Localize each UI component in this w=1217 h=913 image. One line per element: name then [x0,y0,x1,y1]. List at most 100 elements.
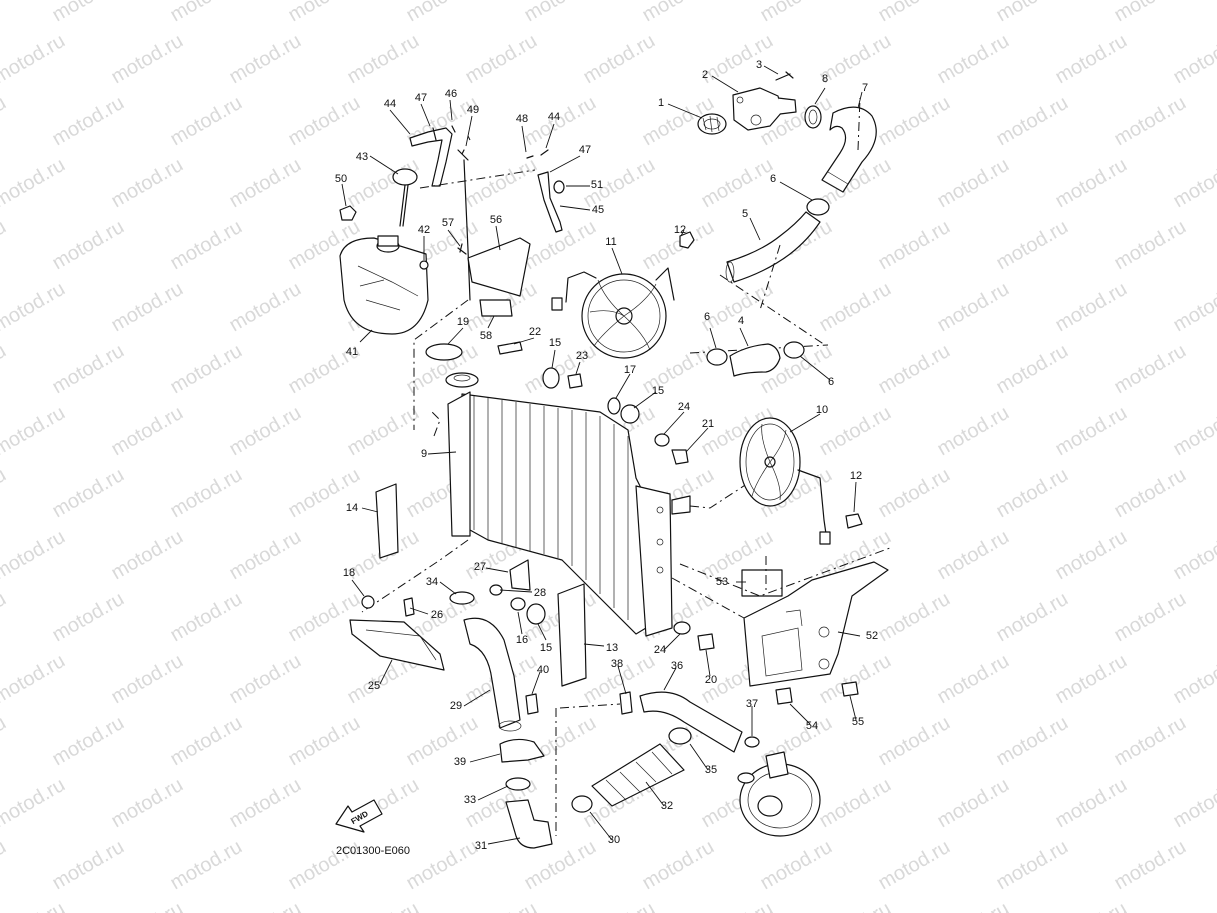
bolt-26 [403,597,415,617]
watermark-text: motod.ru [1052,278,1131,337]
callout-c42: 42 [418,224,430,236]
watermark-text: motod.ru [49,588,128,647]
clip-49 [457,149,469,161]
watermark-text: motod.ru [108,278,187,337]
clip-47 [432,125,456,141]
watermark-text: motod.ru [49,216,128,275]
bolt-42 [419,260,429,270]
watermark-text: motod.ru [934,30,1013,89]
callout-c38: 38 [611,658,623,670]
clamp-34 [449,591,475,605]
watermark-text: motod.ru [462,30,541,89]
watermark-text: motod.ru [875,92,954,151]
watermark-text: motod.ru [993,464,1072,523]
part-breather-hose-44 [409,127,453,187]
clips-48-44 [526,149,549,159]
watermark-text: motod.ru [167,588,246,647]
watermark-text: motod.ru [875,836,954,895]
part-clamp-8 [804,105,822,129]
clamp-37 [744,736,760,748]
watermark-text: motod.ru [816,278,895,337]
leader-lines [341,65,863,845]
watermark-text: motod.ru [639,836,718,895]
clip-38 [619,691,633,715]
bolt-12a [679,231,695,249]
callout-c29: 29 [450,700,462,712]
part-reservoir-tank-41 [339,235,429,335]
callout-c6c: 6 [828,376,834,388]
bolt-51 [553,180,565,194]
watermark-text: motod.ru [1111,0,1190,26]
watermark-text: motod.ru [0,898,69,913]
watermark-text: motod.ru [226,30,305,89]
part-thermostat [697,113,727,135]
part-hose-32 [591,743,685,807]
hose-dash-guides [689,97,861,354]
watermark-text: motod.ru [993,216,1072,275]
bolt-55 [841,681,859,697]
hose-7-rings [821,171,849,193]
watermark-text: motod.ru [816,898,895,913]
breather-dash-guides [419,135,536,189]
watermark-text: motod.ru [698,898,777,913]
screw-57 [457,243,467,255]
fwd-arrow-icon: FWD [335,799,383,833]
callout-c23: 23 [576,350,588,362]
watermark-text: motod.ru [167,712,246,771]
part-reservoir-cap-43 [392,168,418,227]
overflow-hose-line [463,159,471,301]
part-radiator-cap-19 [425,343,479,388]
callout-c25: 25 [368,680,380,692]
callout-c12b: 12 [850,470,862,482]
callout-c9: 9 [421,448,427,460]
watermark-text: motod.ru [167,464,246,523]
bolt-3 [775,71,794,81]
part-clamp-30 [571,795,593,813]
callout-c36: 36 [671,660,683,672]
watermark-text: motod.ru [226,526,305,585]
watermark-text: motod.ru [226,774,305,833]
watermark-text: motod.ru [0,278,69,337]
watermark-text: motod.ru [934,650,1013,709]
callout-c39: 39 [454,756,466,768]
callout-c46: 46 [445,88,457,100]
watermark-text: motod.ru [0,650,69,709]
watermark-text: motod.ru [49,464,128,523]
watermark-text: motod.ru [993,340,1072,399]
callout-c24a: 24 [678,401,690,413]
watermark-text: motod.ru [934,898,1013,913]
part-bracket-56 [467,237,531,297]
watermark-text: motod.ru [1111,588,1190,647]
part-bracket-52 [743,561,889,687]
watermark-text: motod.ru [1052,526,1131,585]
bolt-21 [671,449,689,465]
callout-c22: 22 [529,326,541,338]
watermark-text: motod.ru [934,278,1013,337]
part-clamp-6a [806,198,830,216]
watermark-text: motod.ru [108,526,187,585]
diagram-code: 2C01300-E060 [336,845,410,857]
watermark-text: motod.ru [1170,774,1217,833]
callout-c24b: 24 [654,644,666,656]
watermark-text: motod.ru [1111,712,1190,771]
watermark-text: motod.ru [1170,898,1217,913]
callout-c50: 50 [335,173,347,185]
callout-c8: 8 [822,73,828,85]
part-side-cover-13 [557,583,587,687]
callout-c16: 16 [516,634,528,646]
bolt-20 [697,633,715,651]
watermark-text: motod.ru [108,650,187,709]
watermark-text: motod.ru [1170,30,1217,89]
callout-c17: 17 [624,364,636,376]
watermark-text: motod.ru [462,154,541,213]
watermark-text: motod.ru [167,340,246,399]
part-clamp-6b [706,348,728,366]
bolt-50 [339,205,357,221]
watermark-text: motod.ru [226,898,305,913]
callout-c21: 21 [702,418,714,430]
watermark-text: motod.ru [0,588,10,647]
part-side-cover-14 [375,483,399,559]
watermark-text: motod.ru [1111,216,1190,275]
watermark-text: motod.ru [1052,774,1131,833]
